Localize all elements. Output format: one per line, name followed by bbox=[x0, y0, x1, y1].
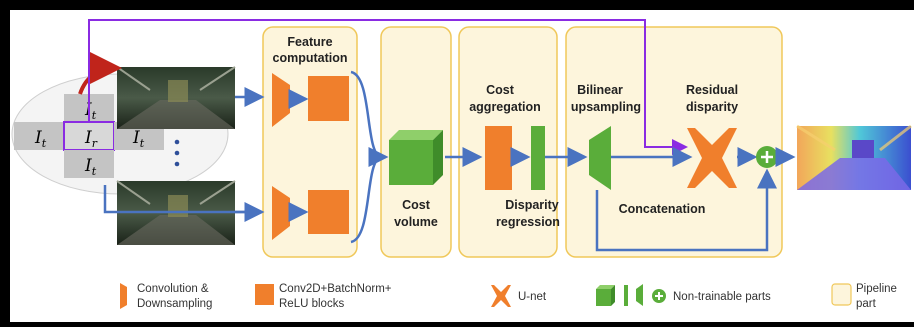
legend-pipeline-line1: Pipeline bbox=[856, 283, 897, 295]
residual-label-line2: disparity bbox=[686, 100, 738, 114]
bilinear-label-line1: Bilinear bbox=[577, 83, 623, 97]
cost-volume-cube bbox=[389, 130, 443, 185]
cost-volume-label-line2: volume bbox=[394, 215, 438, 229]
concatenation-label: Concatenation bbox=[619, 202, 706, 216]
regression-label-line1: Disparity bbox=[505, 198, 559, 212]
bilinear-label-line2: upsampling bbox=[571, 100, 641, 114]
output-disparity-map bbox=[796, 124, 912, 190]
legend-unet-label: U-net bbox=[518, 291, 547, 303]
legend-conv-line2: Downsampling bbox=[137, 298, 212, 310]
ellipsis-dot bbox=[174, 150, 180, 156]
legend: Convolution & Downsampling Conv2D+BatchN… bbox=[120, 283, 897, 310]
legend-nontrainable-swatches bbox=[596, 284, 666, 306]
feature-label-line1: Feature bbox=[287, 35, 332, 49]
legend-nontrainable-label: Non-trainable parts bbox=[673, 291, 771, 303]
conv-downsampling-bottom bbox=[272, 186, 290, 240]
cost-aggregation-block bbox=[485, 126, 512, 190]
aggregation-label-line2: aggregation bbox=[469, 100, 541, 114]
disparity-regression-block bbox=[531, 126, 545, 190]
grid-label-right: It bbox=[132, 128, 145, 150]
conv-downsampling-top bbox=[272, 73, 290, 127]
cost-volume-label-line1: Cost bbox=[402, 198, 431, 212]
plus-icon bbox=[761, 151, 773, 163]
reference-skip-connection bbox=[88, 19, 688, 155]
grid-cell-left bbox=[14, 122, 64, 150]
conv-block-top bbox=[308, 76, 349, 121]
view-selection-arrow bbox=[78, 52, 122, 95]
grid-label-bottom: It bbox=[84, 156, 97, 178]
aggregation-label-line1: Cost bbox=[486, 83, 515, 97]
grid-cell-bottom bbox=[64, 150, 114, 178]
legend-block-line1: Conv2D+BatchNorm+ bbox=[279, 283, 392, 295]
legend-pipeline-line2: part bbox=[856, 298, 877, 310]
feature-label-line2: computation bbox=[273, 51, 348, 65]
ellipsis-dot bbox=[174, 139, 180, 145]
conv-block-bottom bbox=[308, 190, 349, 234]
grid-label-center: Ir bbox=[84, 128, 98, 150]
legend-block-line2: ReLU blocks bbox=[279, 298, 344, 310]
grid-cell-center bbox=[63, 121, 115, 151]
bilinear-upsampling-block bbox=[589, 126, 611, 190]
legend-conv-swatch bbox=[120, 283, 127, 309]
input-image-top bbox=[116, 66, 236, 129]
grid-label-left: It bbox=[34, 128, 47, 150]
residual-skip-connection bbox=[595, 168, 777, 252]
legend-conv-line1: Convolution & bbox=[137, 283, 209, 295]
residual-label-line1: Residual bbox=[686, 83, 738, 97]
unet-block bbox=[687, 128, 737, 188]
legend-block-swatch bbox=[255, 284, 274, 305]
legend-unet-swatch bbox=[491, 285, 511, 307]
arrow-bottom-image-path bbox=[103, 185, 262, 214]
legend-pipeline-swatch bbox=[831, 283, 852, 306]
ellipsis-dot bbox=[174, 161, 180, 167]
regression-label-line2: regression bbox=[496, 215, 560, 229]
